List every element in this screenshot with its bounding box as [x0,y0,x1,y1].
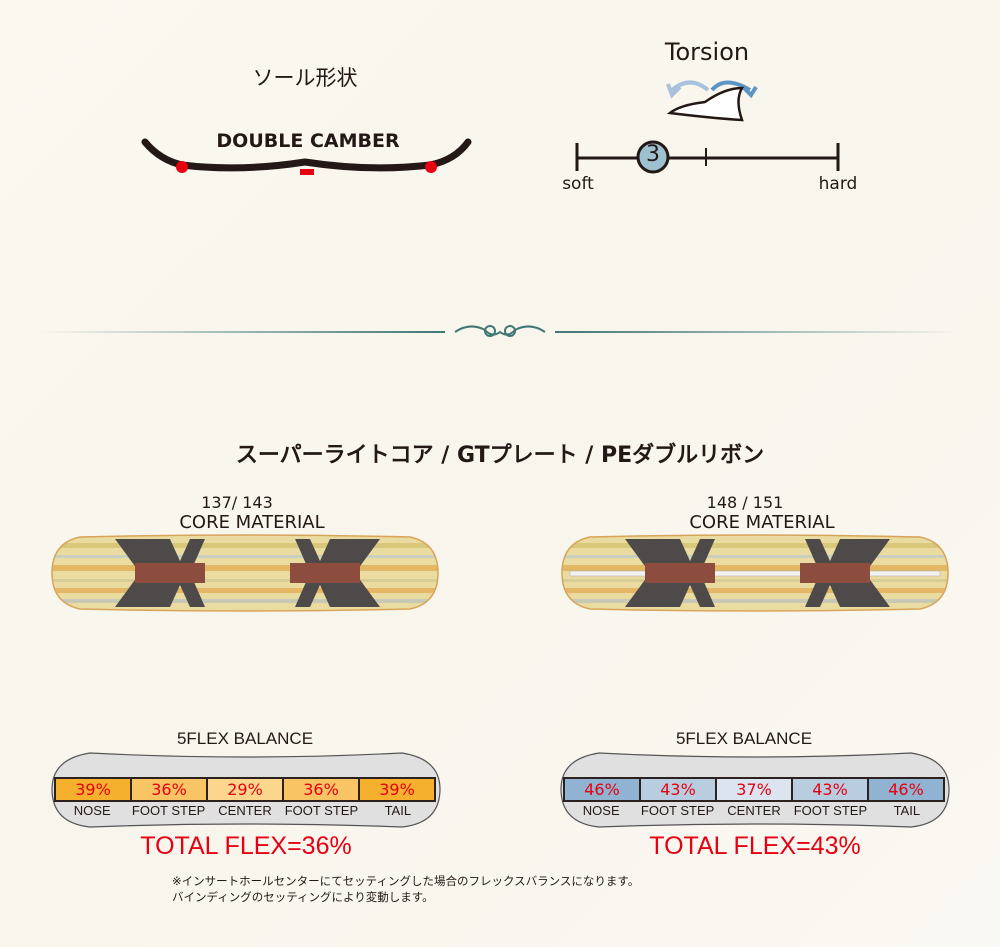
flex-bar: 39% 36% 29% 36% 39% [54,777,436,802]
flex-balance-chart: 39% 36% 29% 36% 39% NOSE FOOT STEP CENTE… [50,751,442,831]
flex-label: CENTER [727,803,781,818]
double-camber-diagram [141,138,472,175]
flex-label: TAIL [384,803,412,818]
materials-heading: スーパーライトコア / GTプレート / PEダブルリボン [235,443,765,468]
torsion-value: 3 [646,142,660,167]
flex-label: TAIL [893,803,921,818]
torsion-hard-label: hard [818,174,858,194]
core-material-label: CORE MATERIAL [689,512,835,533]
flex-balance-title: 5FLEX BALANCE [675,729,813,748]
flex-cell-center: 29% [208,779,284,800]
core-material-label: CORE MATERIAL [179,512,325,533]
flex-cell-foot-step: 43% [793,779,869,800]
flex-balance-title: 5FLEX BALANCE [176,729,314,748]
total-flex: TOTAL FLEX=36% [140,832,352,860]
flex-label: FOOT STEP [640,803,715,818]
flex-cell-center: 37% [717,779,793,800]
flex-cell-foot-step: 36% [132,779,208,800]
flex-label: NOSE [582,803,620,818]
flex-bar: 46% 43% 37% 43% 46% [563,777,945,802]
sole-shape-name: DOUBLE CAMBER [216,130,400,152]
torsion-icon [666,80,758,122]
torsion-title: Torsion [664,38,750,66]
torsion-marker [636,140,670,174]
board-core-image [51,534,439,612]
flex-label: FOOT STEP [793,803,868,818]
flex-label: NOSE [73,803,111,818]
flex-cell-foot-step: 36% [284,779,360,800]
flex-cell-foot-step: 43% [641,779,717,800]
flex-cell-nose: 46% [565,779,641,800]
ornamental-divider [40,325,960,337]
torsion-soft-label: soft [562,174,594,194]
flex-label: CENTER [218,803,272,818]
sole-shape-title: ソール形状 [252,66,358,90]
flex-label: FOOT STEP [131,803,206,818]
flex-balance-chart: 46% 43% 37% 43% 46% NOSE FOOT STEP CENTE… [559,751,951,831]
flex-cell-nose: 39% [56,779,132,800]
board-core-image [561,534,949,612]
flex-cell-tail: 39% [360,779,434,800]
board-sizes: 137/ 143 [201,493,273,512]
footnote-line: バインディングのセッティングにより変動します。 [172,890,434,904]
board-sizes: 148 / 151 [706,493,784,512]
flex-cell-tail: 46% [869,779,943,800]
footnote-line: ※インサートホールセンターにてセッティングした場合のフレックスバランスになります… [172,874,640,888]
total-flex: TOTAL FLEX=43% [649,832,861,860]
flex-label: FOOT STEP [284,803,359,818]
torsion-scale [575,140,840,174]
